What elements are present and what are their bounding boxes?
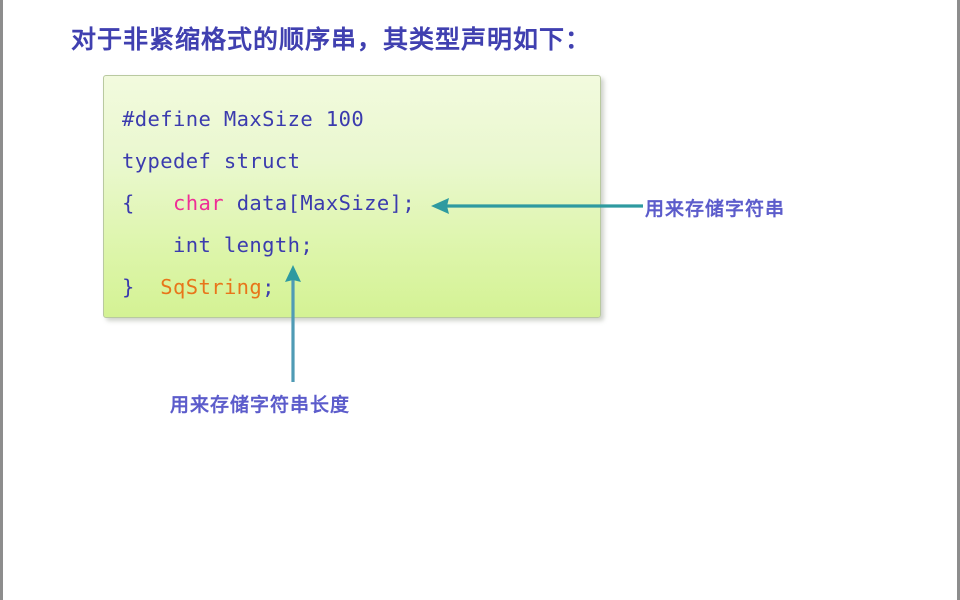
code-indent-spacer <box>135 191 173 215</box>
annotation-data-note: 用来存储字符串 <box>645 198 786 220</box>
code-text-typedef: typedef struct <box>122 149 301 173</box>
arrow-left-icon <box>431 198 643 214</box>
page-title: 对于非紧缩格式的顺序串，其类型声明如下： <box>71 25 592 54</box>
code-decl-data: data[MaxSize]; <box>223 191 416 215</box>
code-line-define: #define MaxSize 100 <box>122 98 600 140</box>
code-decl-int-length: int length; <box>172 233 314 257</box>
code-line-char-data: { char data[MaxSize]; <box>122 182 600 224</box>
code-type-name: SqString <box>160 275 263 299</box>
code-line-close: } SqString; <box>122 266 600 308</box>
code-line-int-length: int length; <box>122 224 600 266</box>
code-semicolon: ; <box>262 275 275 299</box>
code-keyword-char: char <box>172 191 224 215</box>
code-indent-spacer-3 <box>135 275 160 299</box>
annotation-length-note: 用来存储字符串长度 <box>170 394 351 416</box>
code-line-typedef: typedef struct <box>122 140 600 182</box>
code-brace-close: } <box>122 275 135 299</box>
code-brace-open: { <box>122 191 135 215</box>
code-indent-spacer-2 <box>122 233 173 257</box>
code-text-define: #define MaxSize 100 <box>122 107 365 131</box>
arrow-up-icon <box>285 265 301 382</box>
code-block: #define MaxSize 100 typedef struct { cha… <box>103 75 601 318</box>
